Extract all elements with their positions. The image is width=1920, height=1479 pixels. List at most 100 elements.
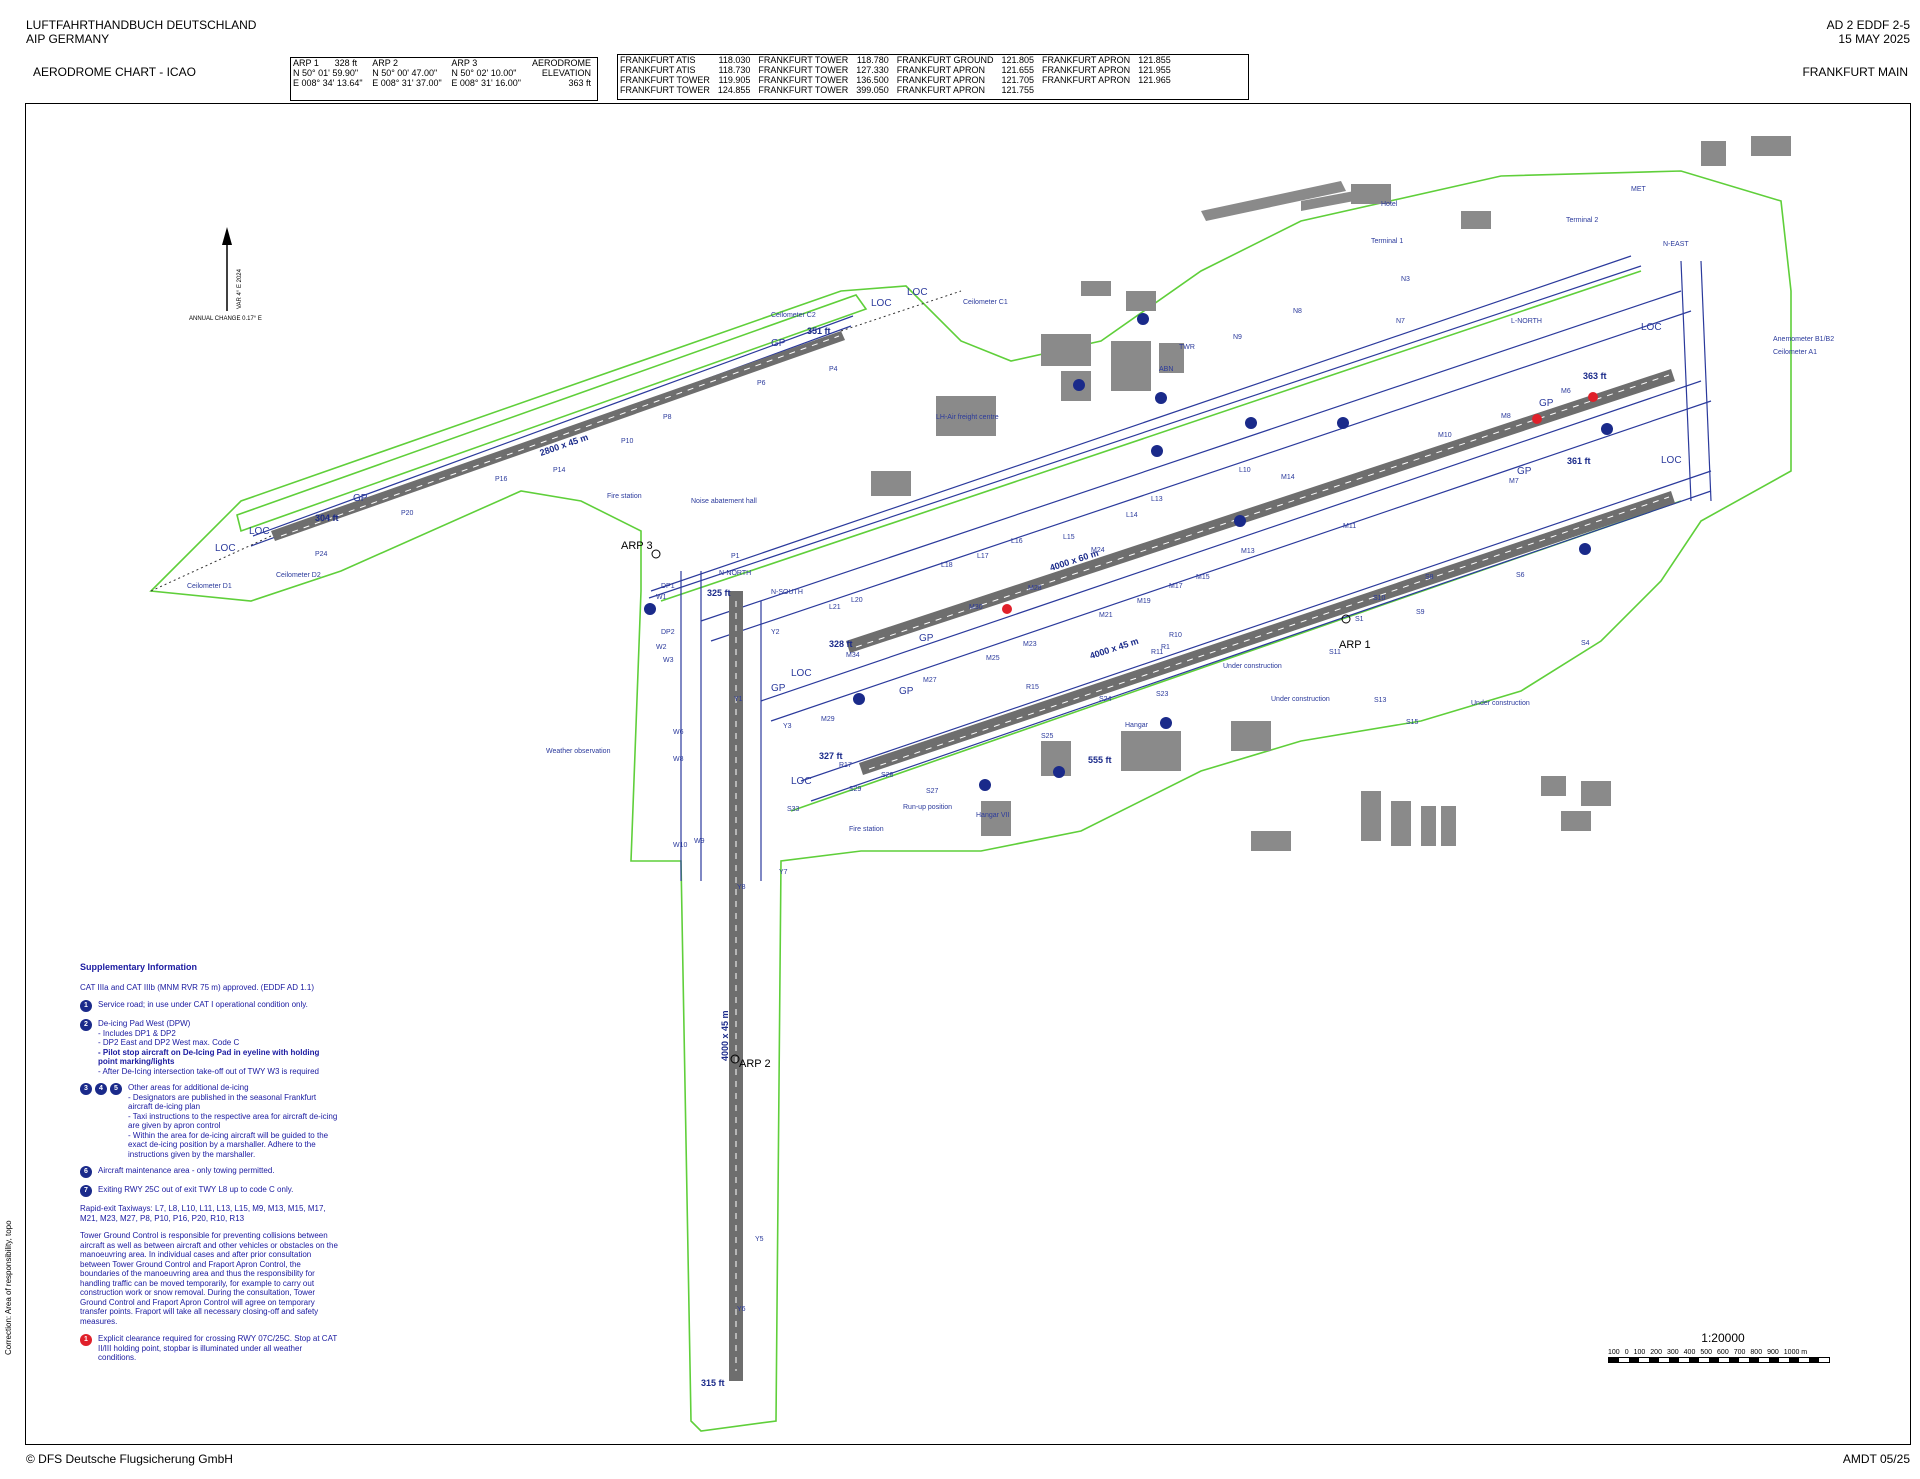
item-line: - Includes DP1 & DP2	[98, 1028, 176, 1038]
copyright: © DFS Deutsche Flugsicherung GmbH	[26, 1452, 233, 1466]
taxiway-label: S28	[881, 772, 894, 779]
frequency-cell: FRANKFURT ATIS	[620, 55, 696, 65]
scale-tick: 200	[1650, 1349, 1662, 1356]
scale-bar	[1608, 1357, 1830, 1363]
hotspot-markers	[1002, 392, 1598, 614]
runway-07l-25r	[271, 331, 845, 541]
arp-cell: 363 ft	[568, 78, 591, 88]
red-note-number: 1	[80, 1334, 92, 1346]
taxiway-label: M14	[1281, 474, 1295, 481]
taxiway-label: S8	[1425, 574, 1434, 581]
item-line: - DP2 East and DP2 West max. Code C	[98, 1038, 240, 1047]
place-label: Ceilometer D1	[187, 583, 232, 590]
taxiway-label: L21	[829, 604, 841, 611]
elevation-label: 555 ft	[1088, 755, 1112, 765]
arp-cell: ARP 3	[451, 58, 478, 68]
taxiway-label: S27	[926, 788, 939, 795]
frequency-cell: 136.500	[856, 75, 889, 85]
navaid-label: GP	[1539, 398, 1554, 409]
arp-2-marker	[730, 1054, 740, 1064]
approach-lights	[150, 290, 962, 592]
place-label: Hangar VII	[976, 812, 1010, 819]
red-note: 1 Explicit clearance required for crossi…	[80, 1334, 340, 1363]
navaid-label: LOC	[907, 287, 928, 298]
arp-table: ARP 1 328 ft ARP 2 ARP 3 AERODROME N 50°…	[290, 57, 598, 101]
map-drawing: 2800 x 45 m 4000 x 60 m 4000 x 45 m 4000…	[149, 136, 1834, 1432]
taxiway-label: R1	[1161, 644, 1170, 651]
frequency-cell: 121.965	[1138, 75, 1171, 85]
north-arrow-icon	[222, 227, 232, 245]
taxiway-label: M11	[1343, 523, 1356, 530]
arp-cell: N 50° 00' 47.00"	[372, 68, 438, 78]
taxiway-label: P14	[553, 467, 566, 474]
navaid-label: LOC	[215, 543, 236, 554]
aerodrome-name: FRANKFURT MAIN	[1802, 65, 1908, 79]
taxiway-label: S1	[1355, 616, 1364, 623]
threshold-elevation: 328 ft	[829, 639, 853, 649]
item-number: 3	[80, 1083, 92, 1095]
scale-tick: 500	[1700, 1349, 1713, 1356]
arp-cell: 328 ft	[334, 58, 358, 68]
taxiway-label: Y1	[734, 696, 743, 703]
taxiway-label: S29	[849, 786, 862, 793]
frequency-cell: 121.955	[1138, 65, 1171, 75]
frequency-cell: FRANKFURT TOWER	[758, 75, 849, 85]
item-line: Exiting RWY 25C out of exit TWY L8 up to…	[98, 1185, 294, 1194]
place-label: ABN	[1159, 366, 1173, 373]
frequency-cell: FRANKFURT TOWER	[620, 85, 710, 95]
taxiway-label: N8	[1293, 308, 1302, 315]
taxiway-label: L10	[1239, 467, 1251, 474]
item-line: Other areas for additional de-icing	[128, 1083, 249, 1092]
chart-date: 15 MAY 2025	[1838, 32, 1910, 46]
place-label: Ceilometer C2	[771, 312, 816, 319]
taxiway-label: N7	[1396, 318, 1405, 325]
place-label: Anemometer B1/B2	[1773, 336, 1834, 343]
taxiway-label: M24	[1091, 547, 1105, 554]
taxiway-label: Y2	[771, 629, 780, 636]
taxiway-label: M34	[846, 652, 860, 659]
taxiway-label: P20	[401, 510, 414, 517]
aip-title: AIP GERMANY	[26, 32, 110, 46]
runway-07r-25l	[859, 491, 1675, 775]
arp-cell: ARP 2	[372, 58, 399, 68]
taxiway-label: Y8	[737, 884, 746, 891]
scale-tick: 600	[1717, 1349, 1729, 1356]
place-label: Hangar	[1125, 722, 1149, 729]
place-label: LH-Air freight centre	[936, 414, 999, 421]
arp-cell: E 008° 31' 16.00"	[451, 78, 521, 88]
navaid-label: LOC	[249, 526, 270, 537]
navaid-label: GP	[771, 683, 786, 694]
aerodrome-map: 2800 x 45 m 4000 x 60 m 4000 x 45 m 4000…	[25, 103, 1911, 1445]
taxiway-label: M21	[1099, 612, 1113, 619]
taxiway-label: DP2	[661, 629, 675, 636]
taxiway-label: M19	[1137, 598, 1151, 605]
item-numbers: 2	[80, 1019, 92, 1076]
runways	[271, 331, 1675, 1381]
navaid-label: GP	[899, 686, 914, 697]
taxiway-label: S4	[1581, 640, 1590, 647]
threshold-elevation: 304 ft	[315, 513, 339, 523]
taxiway-label: W2	[656, 644, 667, 651]
frequency-cell: 399.050	[856, 85, 889, 95]
item-line: - Taxi instructions to the respective ar…	[128, 1111, 338, 1131]
frequency-cell: 121.805	[1001, 55, 1034, 65]
frequency-cell: FRANKFURT APRON	[896, 85, 985, 95]
arp-cell: E 008° 31' 37.00"	[372, 78, 442, 88]
runway-label: 4000 x 45 m	[720, 1010, 730, 1061]
place-label: Ceilometer D2	[276, 572, 321, 579]
publication-title: LUFTFAHRTHANDBUCH DEUTSCHLAND	[26, 18, 257, 32]
frequency-cell: FRANKFURT APRON	[1042, 65, 1131, 75]
threshold-elevation: 351 ft	[807, 326, 831, 336]
north-arrow: VAR 4° E 2024 ANNUAL CHANGE 0.17° E	[189, 227, 262, 322]
scale-tick: 700	[1733, 1349, 1746, 1356]
frequency-cell: 121.855	[1138, 55, 1171, 65]
frequency-cell: FRANKFURT ATIS	[620, 65, 696, 75]
taxiway-label: L15	[1063, 534, 1075, 541]
taxiway-label: S24	[1099, 696, 1112, 703]
arp-1-label: ARP 1	[1339, 639, 1371, 651]
arp-cell: N 50° 01' 59.90"	[293, 68, 359, 78]
